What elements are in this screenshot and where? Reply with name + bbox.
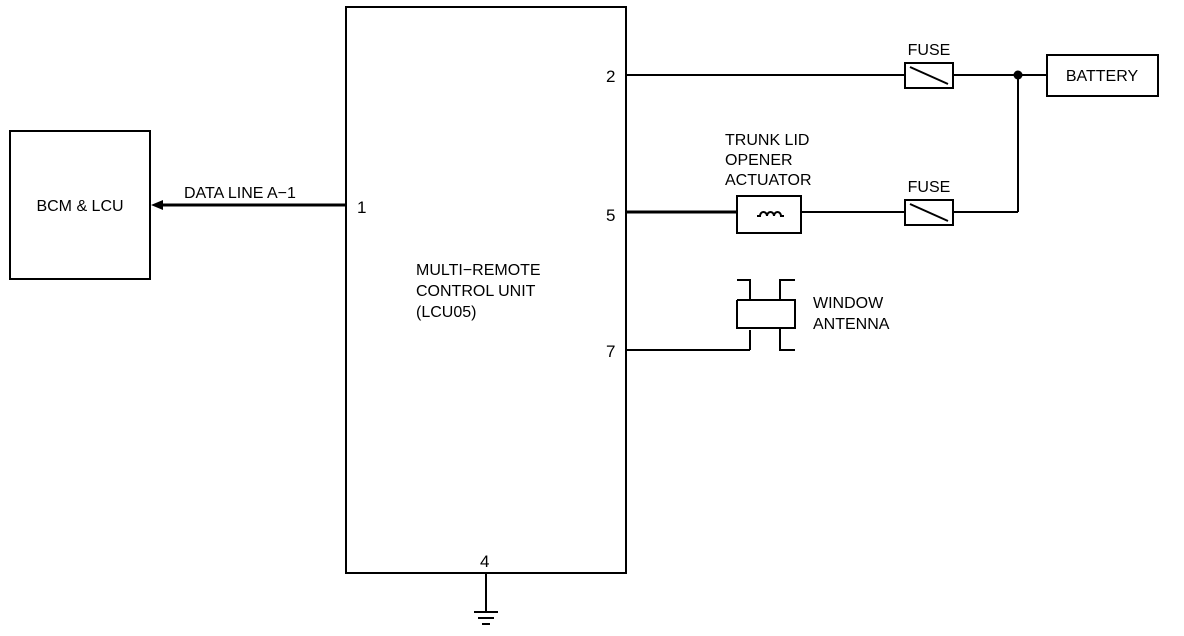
data-line-wire: DATA LINE A−1 (151, 185, 346, 210)
battery-box: BATTERY (1046, 54, 1159, 97)
fuse-top-label: FUSE (908, 42, 951, 59)
pin-4-label: 4 (480, 552, 489, 571)
trunk-lid-actuator: TRUNK LID OPENER ACTUATOR (725, 132, 812, 234)
battery-label: BATTERY (1066, 68, 1139, 85)
fuse-top: FUSE (904, 42, 954, 89)
bcm-lcu-label: BCM & LCU (36, 198, 123, 215)
control-unit-box: MULTI−REMOTE CONTROL UNIT (LCU05) (345, 6, 627, 574)
antenna-label-line1: WINDOW (813, 295, 884, 312)
pin-7-label: 7 (606, 342, 615, 361)
control-unit-label-line1: MULTI−REMOTE (416, 262, 541, 279)
fuse-bottom-label: FUSE (908, 179, 951, 196)
actuator-label-line1: TRUNK LID (725, 132, 809, 149)
pin-5-label: 5 (606, 206, 615, 225)
window-antenna: WINDOW ANTENNA (736, 279, 890, 351)
pin-1-label: 1 (357, 198, 366, 217)
coil-icon (757, 211, 784, 217)
control-unit-label-line3: (LCU05) (416, 304, 476, 321)
fuse-bottom: FUSE (904, 179, 954, 226)
actuator-label-line3: ACTUATOR (725, 172, 812, 189)
actuator-label-line2: OPENER (725, 152, 793, 169)
pin-2-label: 2 (606, 67, 615, 86)
data-line-label: DATA LINE A−1 (184, 185, 296, 202)
antenna-label-line2: ANTENNA (813, 316, 890, 333)
bcm-lcu-box: BCM & LCU (9, 130, 151, 280)
control-unit-label-line2: CONTROL UNIT (416, 283, 536, 300)
data-line-arrow-icon (151, 200, 163, 210)
ground-icon (474, 573, 498, 625)
